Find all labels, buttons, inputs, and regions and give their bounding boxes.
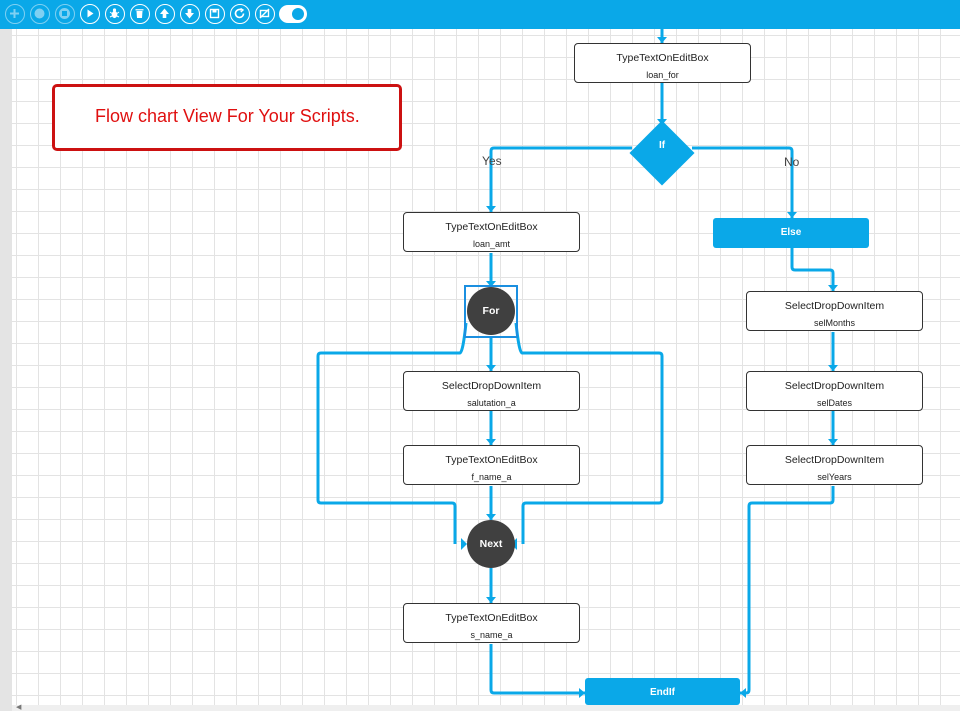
node-subtitle: selDates [816,398,852,408]
node-type-s-name[interactable]: TypeTextOnEditBox s_name_a [403,603,580,643]
refresh-icon[interactable] [230,4,250,24]
toolbar [0,0,960,29]
node-select-years[interactable]: SelectDropDownItem selYears [746,445,923,485]
view-toggle-switch[interactable] [279,5,307,23]
if-label: If [658,140,666,151]
no-branch-label: No [784,155,800,169]
record-icon[interactable] [30,4,50,24]
move-down-icon[interactable] [180,4,200,24]
node-title: TypeTextOnEditBox [616,52,709,64]
node-subtitle: s_name_a [470,630,513,640]
play-icon[interactable] [80,4,100,24]
node-subtitle: f_name_a [471,472,512,482]
endif-node[interactable]: EndIf [585,678,740,705]
node-title: TypeTextOnEditBox [445,454,538,466]
node-subtitle: selMonths [813,318,856,328]
no-screen-icon[interactable] [255,4,275,24]
node-type-loan-amt[interactable]: TypeTextOnEditBox loan_amt [403,212,580,252]
bug-icon[interactable] [105,4,125,24]
node-select-salutation[interactable]: SelectDropDownItem salutation_a [403,371,580,411]
callout-text: Flow chart View For Your Scripts. [95,106,360,126]
for-loop-node[interactable]: For [467,287,515,335]
node-select-months[interactable]: SelectDropDownItem selMonths [746,291,923,331]
yes-branch-label: Yes [482,154,502,168]
node-title: SelectDropDownItem [784,454,885,466]
node-title: SelectDropDownItem [441,380,542,392]
save-icon[interactable] [205,4,225,24]
left-panel-edge [0,29,12,711]
next-loop-node[interactable]: Next [467,520,515,568]
node-title: SelectDropDownItem [784,300,885,312]
node-type-f-name[interactable]: TypeTextOnEditBox f_name_a [403,445,580,485]
move-up-icon[interactable] [155,4,175,24]
node-subtitle: loan_for [646,70,679,80]
node-subtitle: selYears [817,472,852,482]
node-title: SelectDropDownItem [784,380,885,392]
node-subtitle: loan_amt [472,239,511,249]
node-subtitle: salutation_a [467,398,516,408]
horizontal-scrollbar[interactable]: ◀ [12,704,960,711]
node-select-dates[interactable]: SelectDropDownItem selDates [746,371,923,411]
node-title: TypeTextOnEditBox [445,612,538,624]
node-title: TypeTextOnEditBox [445,221,538,233]
else-node[interactable]: Else [713,218,869,248]
trash-icon[interactable] [130,4,150,24]
flowchart-callout: Flow chart View For Your Scripts. [52,84,402,151]
stop-icon[interactable] [55,4,75,24]
plus-icon[interactable] [5,4,25,24]
node-type-loan-for[interactable]: TypeTextOnEditBox loan_for [574,43,751,83]
for-selection-frame [464,285,518,338]
